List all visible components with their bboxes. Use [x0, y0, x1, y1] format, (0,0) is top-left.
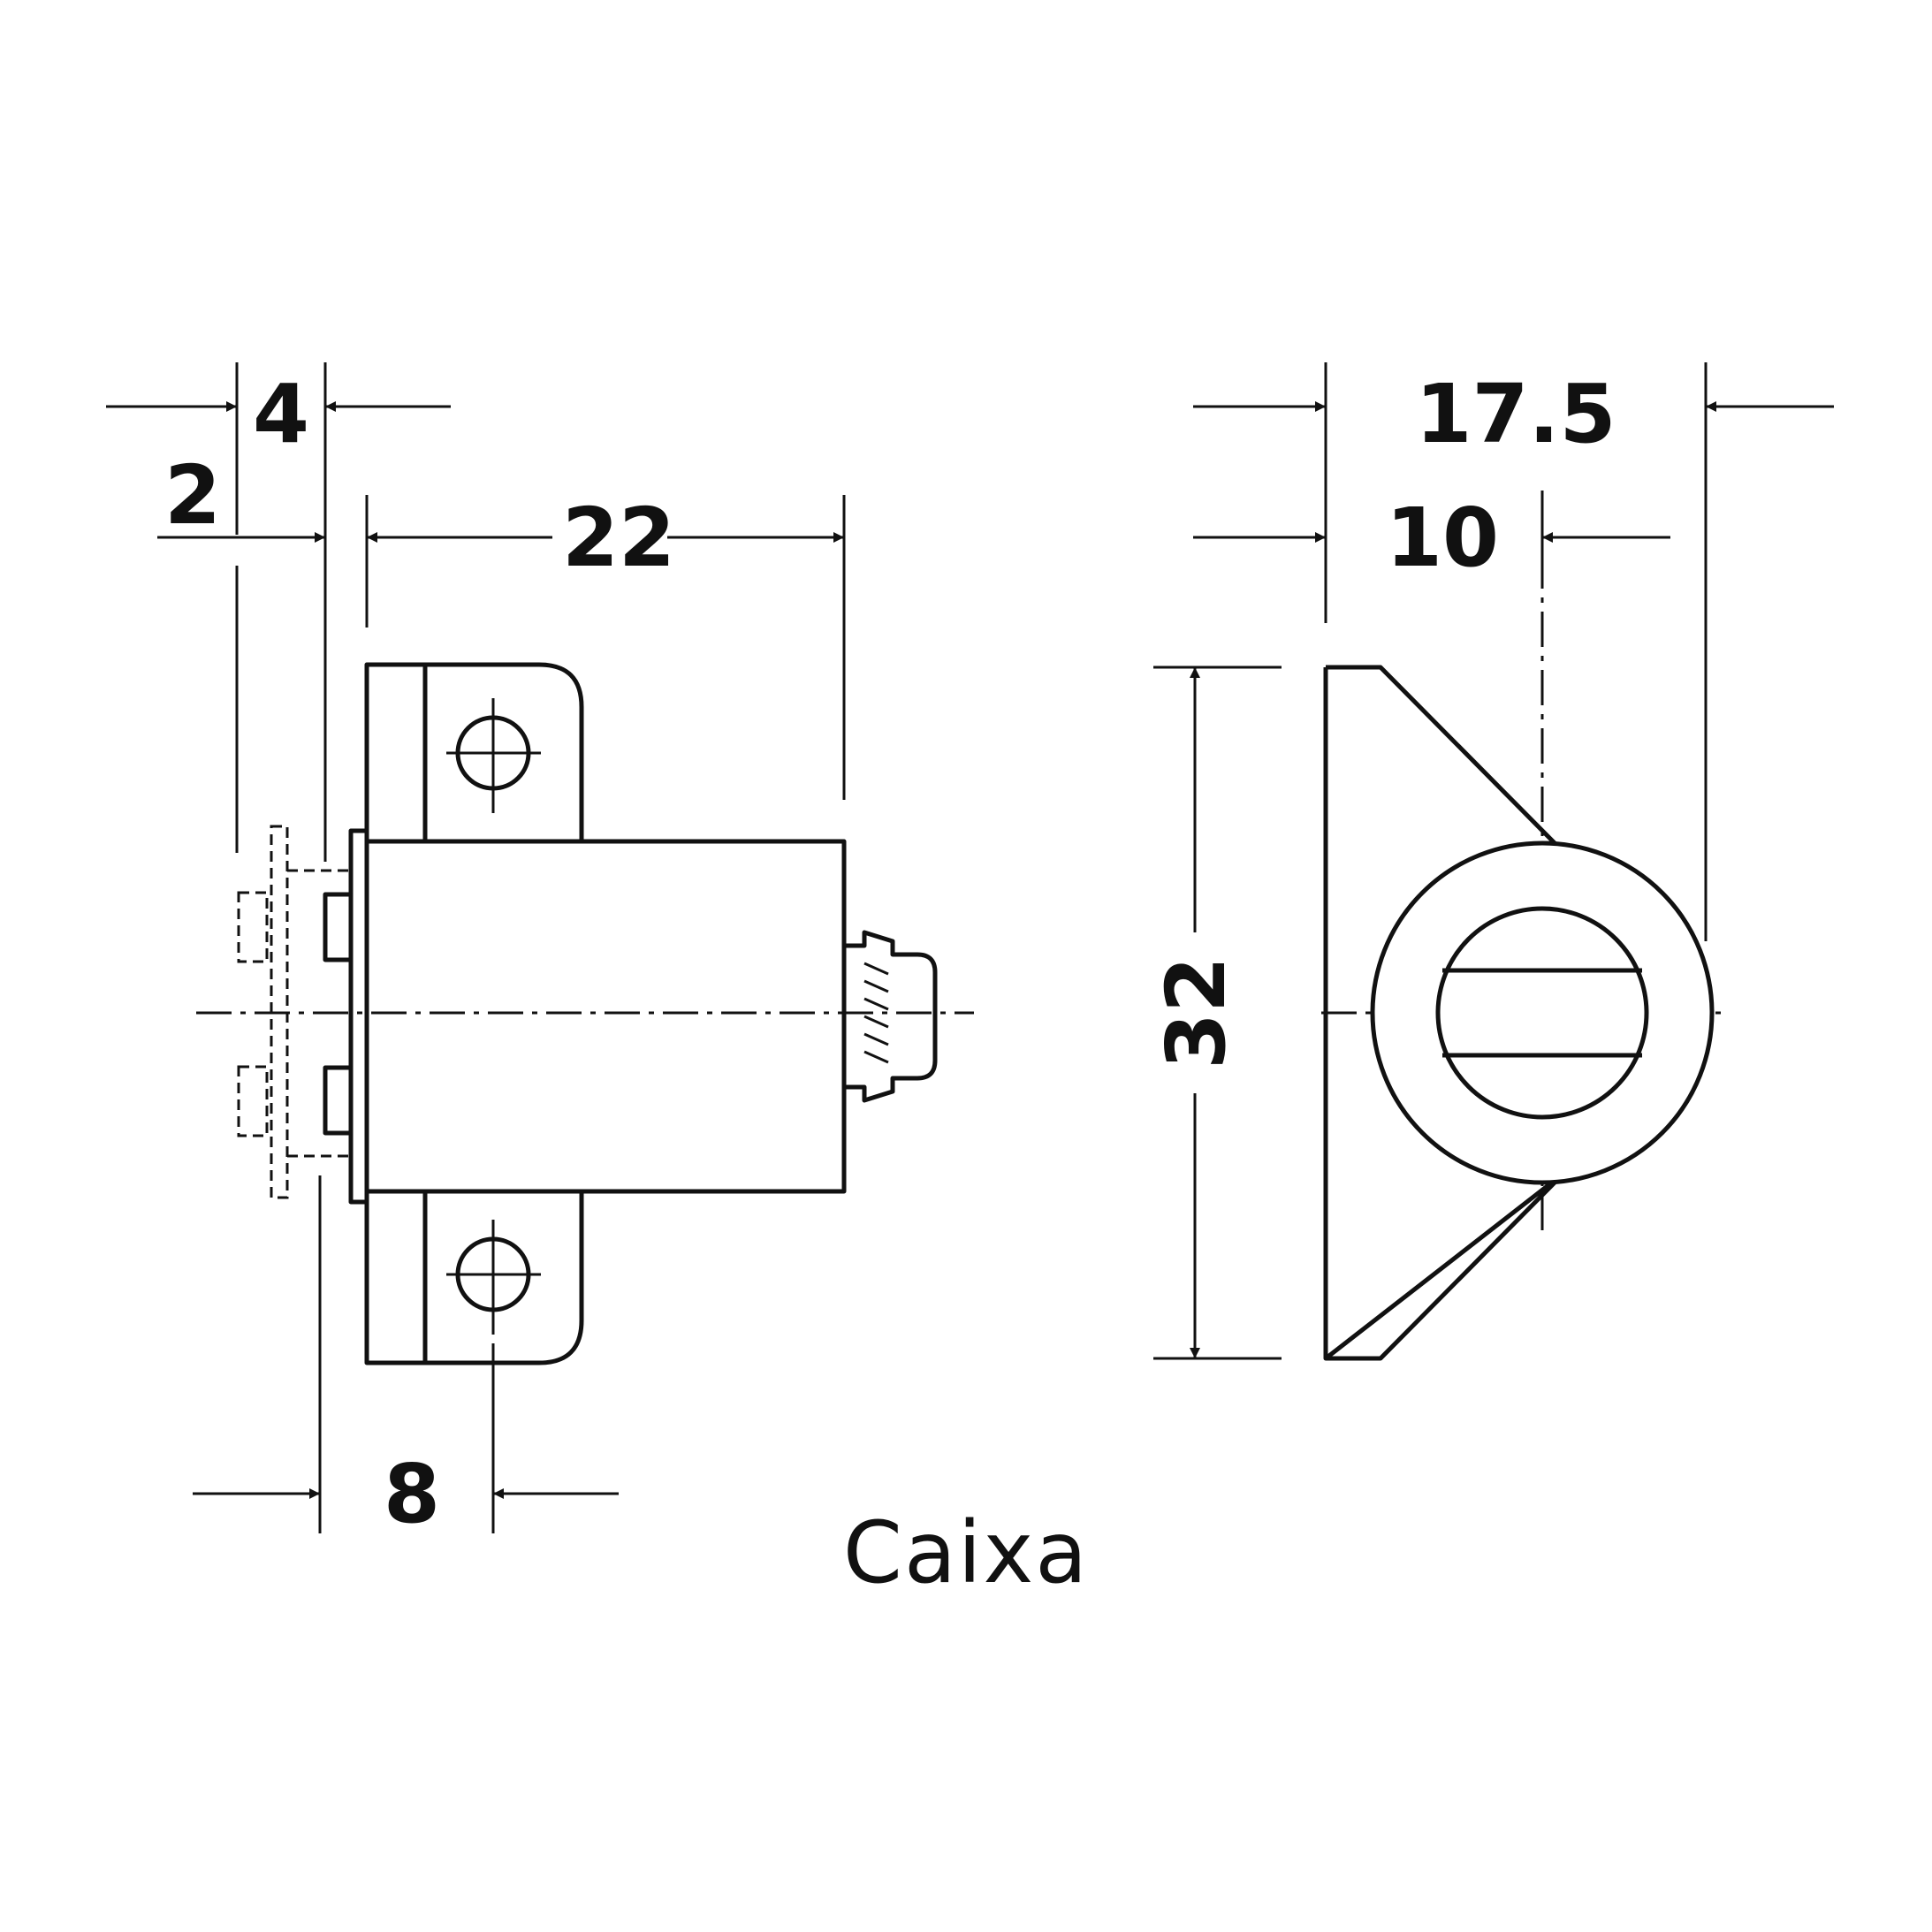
mounting-plate-top: [364, 662, 584, 841]
extension-lines-right: [1153, 362, 1708, 1360]
inner-magnet: [1435, 906, 1649, 1120]
dim-label-4: 4: [253, 367, 309, 461]
dim-label-22: 22: [562, 491, 675, 585]
striker-hidden: [237, 825, 351, 1199]
dimension-arrows-right: [1190, 401, 1834, 1358]
front-view: [1323, 665, 1715, 1361]
mounting-plate-bottom: [364, 1191, 584, 1365]
thread-lines: [863, 962, 889, 1064]
side-view: [323, 662, 938, 1365]
dim-label-2: 2: [164, 448, 221, 543]
dimension-arrows-left: [106, 401, 844, 1499]
screw-crosshairs: [446, 698, 541, 1335]
dim-label-10: 10: [1386, 491, 1499, 585]
tab-bottom: [323, 1065, 354, 1136]
dim-label-32: 32: [1149, 956, 1244, 1069]
caption: Caixa: [843, 1503, 1089, 1602]
tab-top: [323, 892, 354, 962]
latch-body: [364, 839, 847, 1194]
dim-label-17-5: 17.5: [1416, 367, 1616, 461]
triangle-body: [1323, 665, 1567, 1361]
extension-lines-left: [235, 362, 846, 1533]
outer-ring: [1370, 840, 1715, 1185]
front-flange: [348, 828, 369, 1205]
plunger: [844, 930, 938, 1103]
dim-label-8: 8: [384, 1447, 440, 1541]
